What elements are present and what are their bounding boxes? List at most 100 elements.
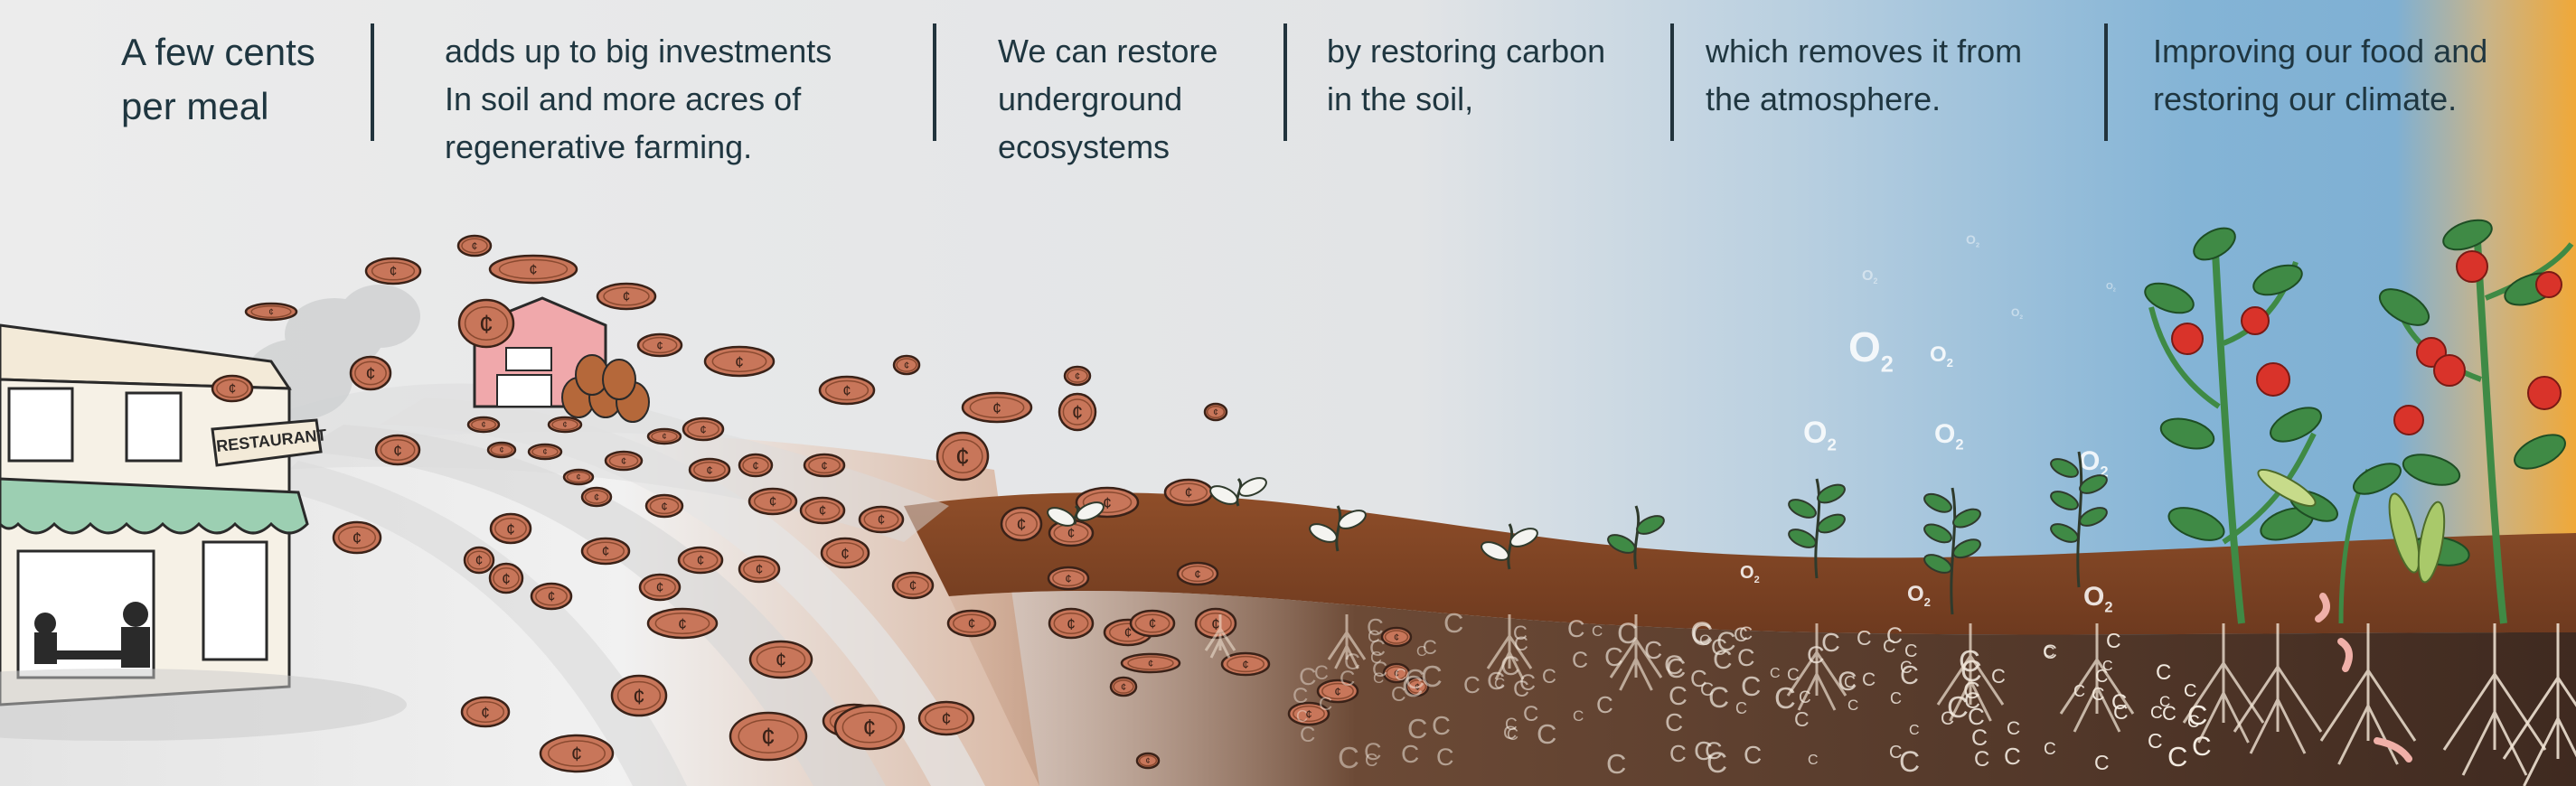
carbon-icon: C bbox=[1974, 747, 1989, 772]
coin-icon: ¢ bbox=[1047, 566, 1090, 591]
coin-icon: ¢ bbox=[456, 234, 493, 257]
svg-text:¢: ¢ bbox=[1065, 572, 1071, 585]
carbon-icon: C bbox=[1716, 627, 1736, 657]
svg-text:¢: ¢ bbox=[542, 447, 547, 456]
coin-icon: ¢ bbox=[748, 640, 813, 679]
root bbox=[1609, 614, 1663, 691]
carbon-icon: C bbox=[1542, 665, 1556, 688]
svg-text:¢: ¢ bbox=[1124, 626, 1133, 641]
carbon-icon: C bbox=[1596, 691, 1613, 718]
coin-icon: ¢ bbox=[638, 573, 682, 602]
root bbox=[2233, 623, 2323, 754]
coin-icon: ¢ bbox=[349, 355, 392, 391]
tomato-plant-right bbox=[2378, 219, 2574, 624]
carbon-icon: C bbox=[1365, 751, 1377, 771]
svg-text:¢: ¢ bbox=[776, 649, 786, 671]
carbon-icon: C bbox=[1664, 650, 1684, 680]
coin-icon: ¢ bbox=[364, 257, 422, 285]
oxygen-icon: O2 bbox=[1934, 419, 1964, 454]
carbon-icon: C bbox=[1293, 684, 1308, 708]
svg-text:¢: ¢ bbox=[548, 590, 556, 605]
coin-icon: ¢ bbox=[211, 374, 254, 403]
coin-icon: ¢ bbox=[466, 416, 501, 434]
svg-text:¢: ¢ bbox=[1394, 669, 1399, 679]
carbon-icon: C bbox=[1691, 618, 1714, 652]
coin-icon: ¢ bbox=[636, 332, 683, 358]
carbon-icon: C bbox=[2094, 751, 2110, 774]
carbon-icon: C bbox=[1344, 650, 1360, 675]
carbon-icon: C bbox=[1713, 645, 1733, 675]
root bbox=[2502, 623, 2576, 786]
coin-icon: ¢ bbox=[646, 427, 682, 445]
carbon-icon: C bbox=[1705, 737, 1723, 764]
coin-icon: ¢ bbox=[488, 562, 524, 594]
svg-text:¢: ¢ bbox=[821, 459, 827, 473]
svg-text:¢: ¢ bbox=[268, 308, 274, 318]
carbon-icon: C bbox=[1432, 712, 1451, 741]
svg-text:¢: ¢ bbox=[1211, 614, 1220, 632]
coin-icon: ¢ bbox=[1203, 402, 1228, 422]
carbon-icon: C bbox=[1706, 746, 1727, 779]
svg-text:¢: ¢ bbox=[499, 445, 503, 454]
svg-text:¢: ¢ bbox=[1149, 617, 1157, 632]
caption-line: the atmosphere. bbox=[1706, 80, 1941, 117]
carbon-icon: C bbox=[2073, 682, 2085, 700]
carbon-icon: C bbox=[1669, 740, 1687, 767]
coin-icon: ¢ bbox=[891, 571, 935, 600]
roots-group bbox=[1204, 614, 2576, 786]
svg-text:¢: ¢ bbox=[481, 703, 490, 721]
tomato-plant-left bbox=[2144, 227, 2322, 624]
svg-text:¢: ¢ bbox=[481, 420, 485, 429]
carbon-icon: C bbox=[1573, 707, 1584, 725]
svg-text:¢: ¢ bbox=[229, 382, 237, 398]
oxygen-icon: O2 bbox=[2083, 582, 2113, 616]
seedling-icon bbox=[1923, 487, 1981, 615]
carbon-icon: C bbox=[1857, 626, 1872, 650]
carbon-icon: C bbox=[1369, 636, 1386, 661]
carbon-icon: C bbox=[1373, 669, 1384, 687]
carbon-icon: C bbox=[1889, 743, 1902, 763]
carbon-icon: C bbox=[1899, 745, 1920, 778]
svg-text:¢: ¢ bbox=[700, 423, 706, 436]
carbon-icon: C bbox=[1909, 723, 1920, 738]
oxygen-icon: O2 bbox=[2011, 306, 2023, 321]
carbon-icon: C bbox=[1567, 615, 1585, 642]
coin-icon: ¢ bbox=[596, 282, 657, 311]
svg-text:¢: ¢ bbox=[1334, 685, 1340, 698]
carbon-icon: C bbox=[1862, 669, 1876, 690]
oxygen-icon: O2 bbox=[1803, 416, 1837, 454]
svg-text:¢: ¢ bbox=[941, 709, 951, 729]
coin-icon: ¢ bbox=[688, 457, 731, 482]
root bbox=[2442, 623, 2547, 776]
carbon-icon: C bbox=[1421, 660, 1443, 693]
svg-text:¢: ¢ bbox=[904, 360, 909, 371]
svg-text:¢: ¢ bbox=[761, 723, 776, 752]
carbon-icon: C bbox=[1370, 649, 1382, 667]
carbon-icon: C bbox=[1523, 702, 1538, 726]
carbon-icon: C bbox=[1402, 669, 1424, 703]
restaurant-building: RESTAURANT bbox=[0, 323, 407, 741]
coin-icon: ¢ bbox=[738, 453, 774, 478]
svg-text:¢: ¢ bbox=[1305, 707, 1312, 721]
worm-icon bbox=[2315, 593, 2412, 763]
carbon-icon: C bbox=[1443, 607, 1463, 639]
coin-icon: ¢ bbox=[1176, 561, 1219, 586]
svg-text:¢: ¢ bbox=[752, 459, 758, 473]
divider bbox=[933, 23, 936, 141]
caption-line: regenerative farming. bbox=[445, 128, 753, 165]
coin-icon: ¢ bbox=[374, 434, 421, 466]
carbon-icon: C bbox=[1617, 617, 1638, 650]
divider bbox=[1670, 23, 1674, 141]
coin-icon: ¢ bbox=[1405, 676, 1430, 697]
carbon-icon: C bbox=[2044, 643, 2054, 660]
svg-text:¢: ¢ bbox=[506, 519, 515, 538]
bean-plant bbox=[2257, 463, 2402, 624]
seedling-icon bbox=[1309, 505, 1367, 552]
carbon-icon: C bbox=[2162, 702, 2176, 725]
svg-text:¢: ¢ bbox=[475, 554, 484, 569]
svg-text:¢: ¢ bbox=[1072, 401, 1083, 424]
svg-text:¢: ¢ bbox=[968, 617, 976, 632]
svg-text:¢: ¢ bbox=[621, 456, 626, 467]
coin-icon: ¢ bbox=[747, 487, 798, 516]
